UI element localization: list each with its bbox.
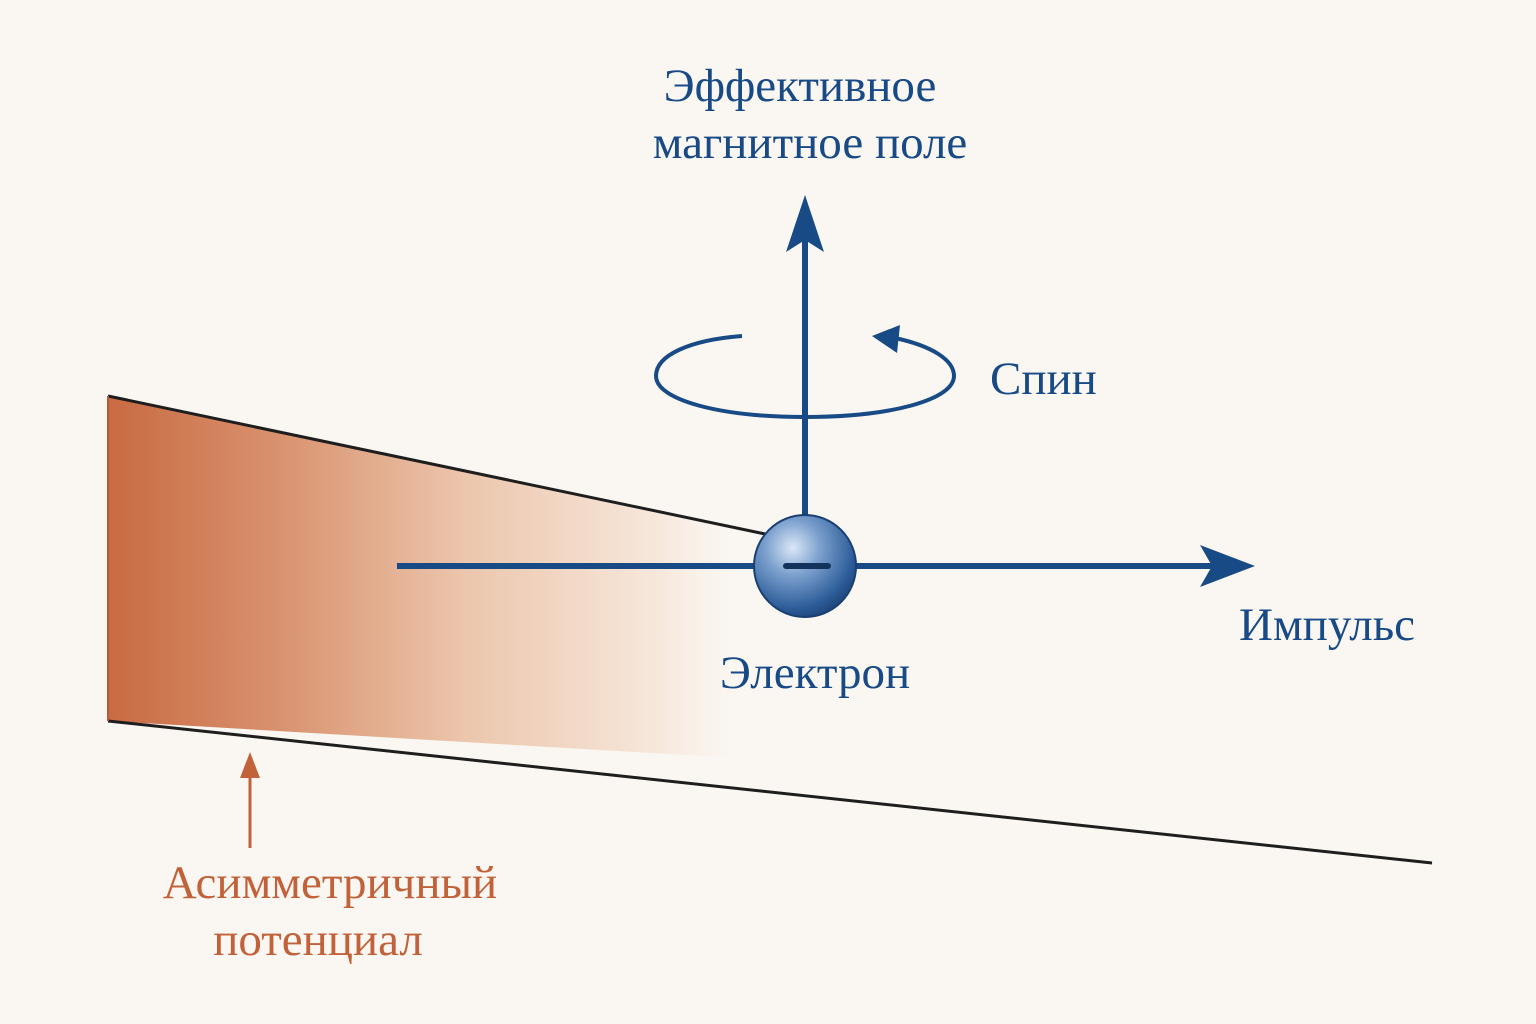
electron-label: Электрон [720, 647, 910, 699]
spin-label: Спин [990, 353, 1097, 405]
potential-label-line1: Асимметричный [163, 857, 497, 909]
potential-label-line2: потенциал [213, 914, 423, 966]
field-label-line2: магнитное поле [653, 117, 968, 169]
potential-lower-edge [107, 719, 1433, 865]
electron-icon [753, 514, 857, 618]
potential-upper-edge [107, 394, 771, 537]
field-label-line1: Эффективное [664, 60, 937, 112]
potential-wedge [107, 394, 1433, 865]
potential-fill [108, 396, 770, 760]
potential-arrow-icon [240, 752, 260, 848]
field-arrow-icon [786, 195, 824, 520]
momentum-label: Импульс [1239, 599, 1415, 651]
spin-rotation-icon [653, 325, 957, 420]
